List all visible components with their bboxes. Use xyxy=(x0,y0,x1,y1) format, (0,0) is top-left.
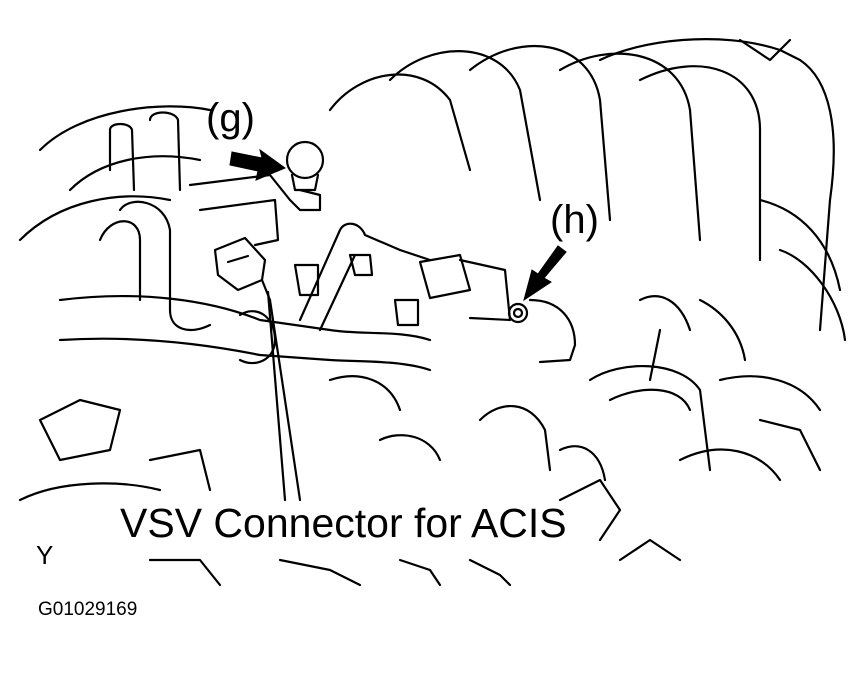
bolt-g xyxy=(285,140,325,180)
diagram-caption: VSV Connector for ACIS xyxy=(120,500,567,546)
hose xyxy=(118,200,212,332)
fuel-rail xyxy=(298,222,402,322)
manifold-runner xyxy=(388,50,542,202)
manifold-plenum xyxy=(598,38,835,332)
corner-mark: Y xyxy=(36,540,54,570)
hose xyxy=(58,294,432,342)
manifold-runner xyxy=(328,73,472,172)
manifold-runner xyxy=(638,65,762,262)
vsv-connector xyxy=(213,236,267,292)
bracket xyxy=(188,173,322,212)
leader-line xyxy=(268,298,302,502)
arrow-h-icon xyxy=(523,245,567,302)
sensor-h xyxy=(418,253,472,300)
pipe xyxy=(108,122,136,192)
figure-id: G01029169 xyxy=(38,599,138,620)
bolt-h xyxy=(507,302,529,324)
leader-line xyxy=(266,290,287,502)
manifold-runner xyxy=(558,52,702,242)
pipe xyxy=(148,111,182,192)
arrow-g-icon xyxy=(229,148,287,181)
callout-label-g: (g) xyxy=(206,96,255,140)
manifold-runner xyxy=(468,45,612,222)
callout-label-h: (h) xyxy=(550,198,599,242)
